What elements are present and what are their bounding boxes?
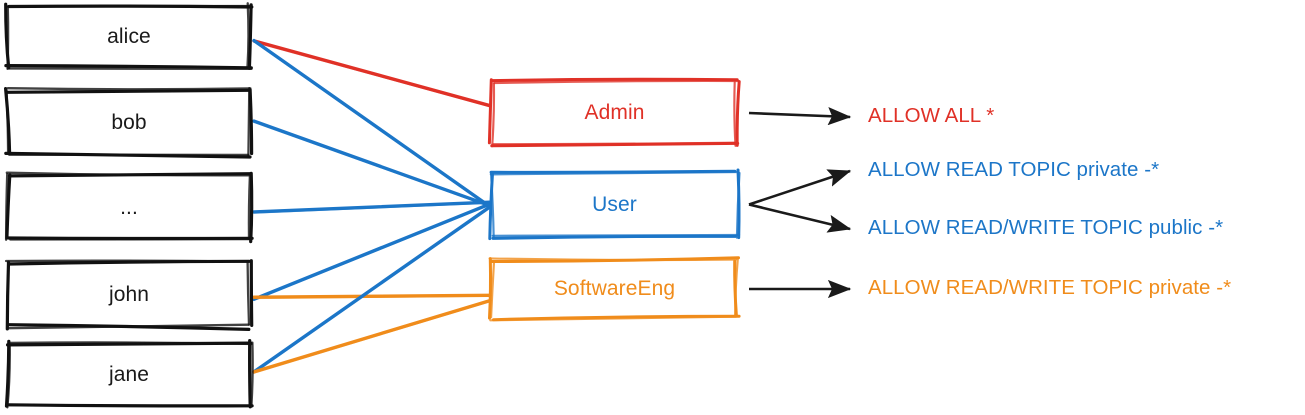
link-stroke <box>253 121 491 208</box>
user-box-bob[interactable] <box>3 87 254 159</box>
box-stroke <box>4 259 251 263</box>
box-stroke <box>5 171 250 177</box>
node-boxes <box>3 2 741 409</box>
box-stroke <box>734 258 739 317</box>
link-ellipsis-to-user <box>252 200 492 214</box>
role-box-admin[interactable] <box>487 77 741 148</box>
box-stroke <box>490 77 739 83</box>
link-stroke <box>253 41 491 108</box>
box-stroke <box>491 233 741 237</box>
user-label-john: john <box>108 283 150 306</box>
box-stroke <box>6 87 252 91</box>
user-box-jane[interactable] <box>4 339 254 409</box>
user-box-alice[interactable] <box>4 2 254 71</box>
box-stroke <box>492 141 739 146</box>
user-label-alice: alice <box>107 24 151 48</box>
link-stroke <box>253 203 491 302</box>
link-jane-to-softwareeng <box>252 298 492 374</box>
role-label-user: User <box>592 192 637 216</box>
box-stroke <box>733 81 737 147</box>
box-stroke <box>7 323 250 330</box>
box-stroke <box>488 257 493 320</box>
box-stroke <box>493 79 740 85</box>
box-stroke <box>7 341 253 346</box>
box-stroke <box>246 261 251 326</box>
box-stroke <box>4 63 253 70</box>
link-john-to-softwareeng <box>252 293 492 300</box>
box-stroke <box>247 3 253 70</box>
link-stroke <box>253 295 491 300</box>
link-stroke <box>253 300 491 374</box>
user-label-bob: bob <box>111 110 147 134</box>
permission-readwrite-topic-private: ALLOW READ/WRITE TOPIC private -* <box>868 276 1232 299</box>
arrow-user-to-read-private <box>748 169 852 206</box>
box-stroke <box>247 174 252 241</box>
role-box-softwareeng[interactable] <box>488 256 741 322</box>
permission-allow-all: ALLOW ALL * <box>868 104 995 127</box>
box-stroke <box>488 257 738 262</box>
role-label-softwareeng: SoftwareEng <box>553 277 676 300</box>
box-stroke <box>491 234 737 240</box>
link-stroke <box>253 40 491 209</box>
box-stroke <box>489 170 738 176</box>
arrow-user-to-readwrite-public <box>748 203 852 233</box>
box-stroke <box>490 260 496 319</box>
connector-lines <box>252 38 492 374</box>
box-stroke <box>247 87 251 157</box>
link-stroke <box>253 202 491 214</box>
permission-arrows <box>748 107 852 299</box>
box-stroke <box>248 339 252 409</box>
user-box-ellipsis[interactable] <box>4 171 254 244</box>
box-stroke <box>735 80 741 147</box>
user-label-jane: jane <box>108 363 150 386</box>
user-label-ellipsis: ... <box>120 195 138 219</box>
box-stroke <box>249 171 254 244</box>
box-stroke <box>735 171 741 239</box>
arrow-admin-to-allow-all <box>748 107 852 126</box>
box-stroke <box>6 261 10 330</box>
link-stroke <box>253 206 491 374</box>
link-bob-to-user <box>252 119 492 208</box>
link-john-to-user <box>252 202 492 302</box>
box-stroke <box>5 88 252 94</box>
permission-readwrite-topic-public: ALLOW READ/WRITE TOPIC public -* <box>868 216 1224 239</box>
link-stroke <box>252 119 492 208</box>
box-stroke <box>491 82 496 148</box>
permission-read-topic-private: ALLOW READ TOPIC private -* <box>868 158 1160 181</box>
box-stroke <box>6 343 11 409</box>
box-stroke <box>489 315 738 322</box>
box-stroke <box>246 2 250 68</box>
user-box-john[interactable] <box>4 259 254 331</box>
link-alice-to-admin <box>252 39 492 108</box>
box-stroke <box>489 171 495 239</box>
link-stroke <box>252 200 492 214</box>
box-stroke <box>487 78 493 145</box>
box-stroke <box>4 172 9 241</box>
role-box-user[interactable] <box>488 168 741 241</box>
box-stroke <box>250 341 254 408</box>
link-jane-to-user <box>252 205 492 374</box>
role-label-admin: Admin <box>584 101 645 124</box>
box-stroke <box>5 89 10 156</box>
box-stroke <box>248 88 254 156</box>
link-alice-to-user <box>252 38 492 209</box>
box-stroke <box>6 5 10 70</box>
box-stroke <box>8 403 253 407</box>
